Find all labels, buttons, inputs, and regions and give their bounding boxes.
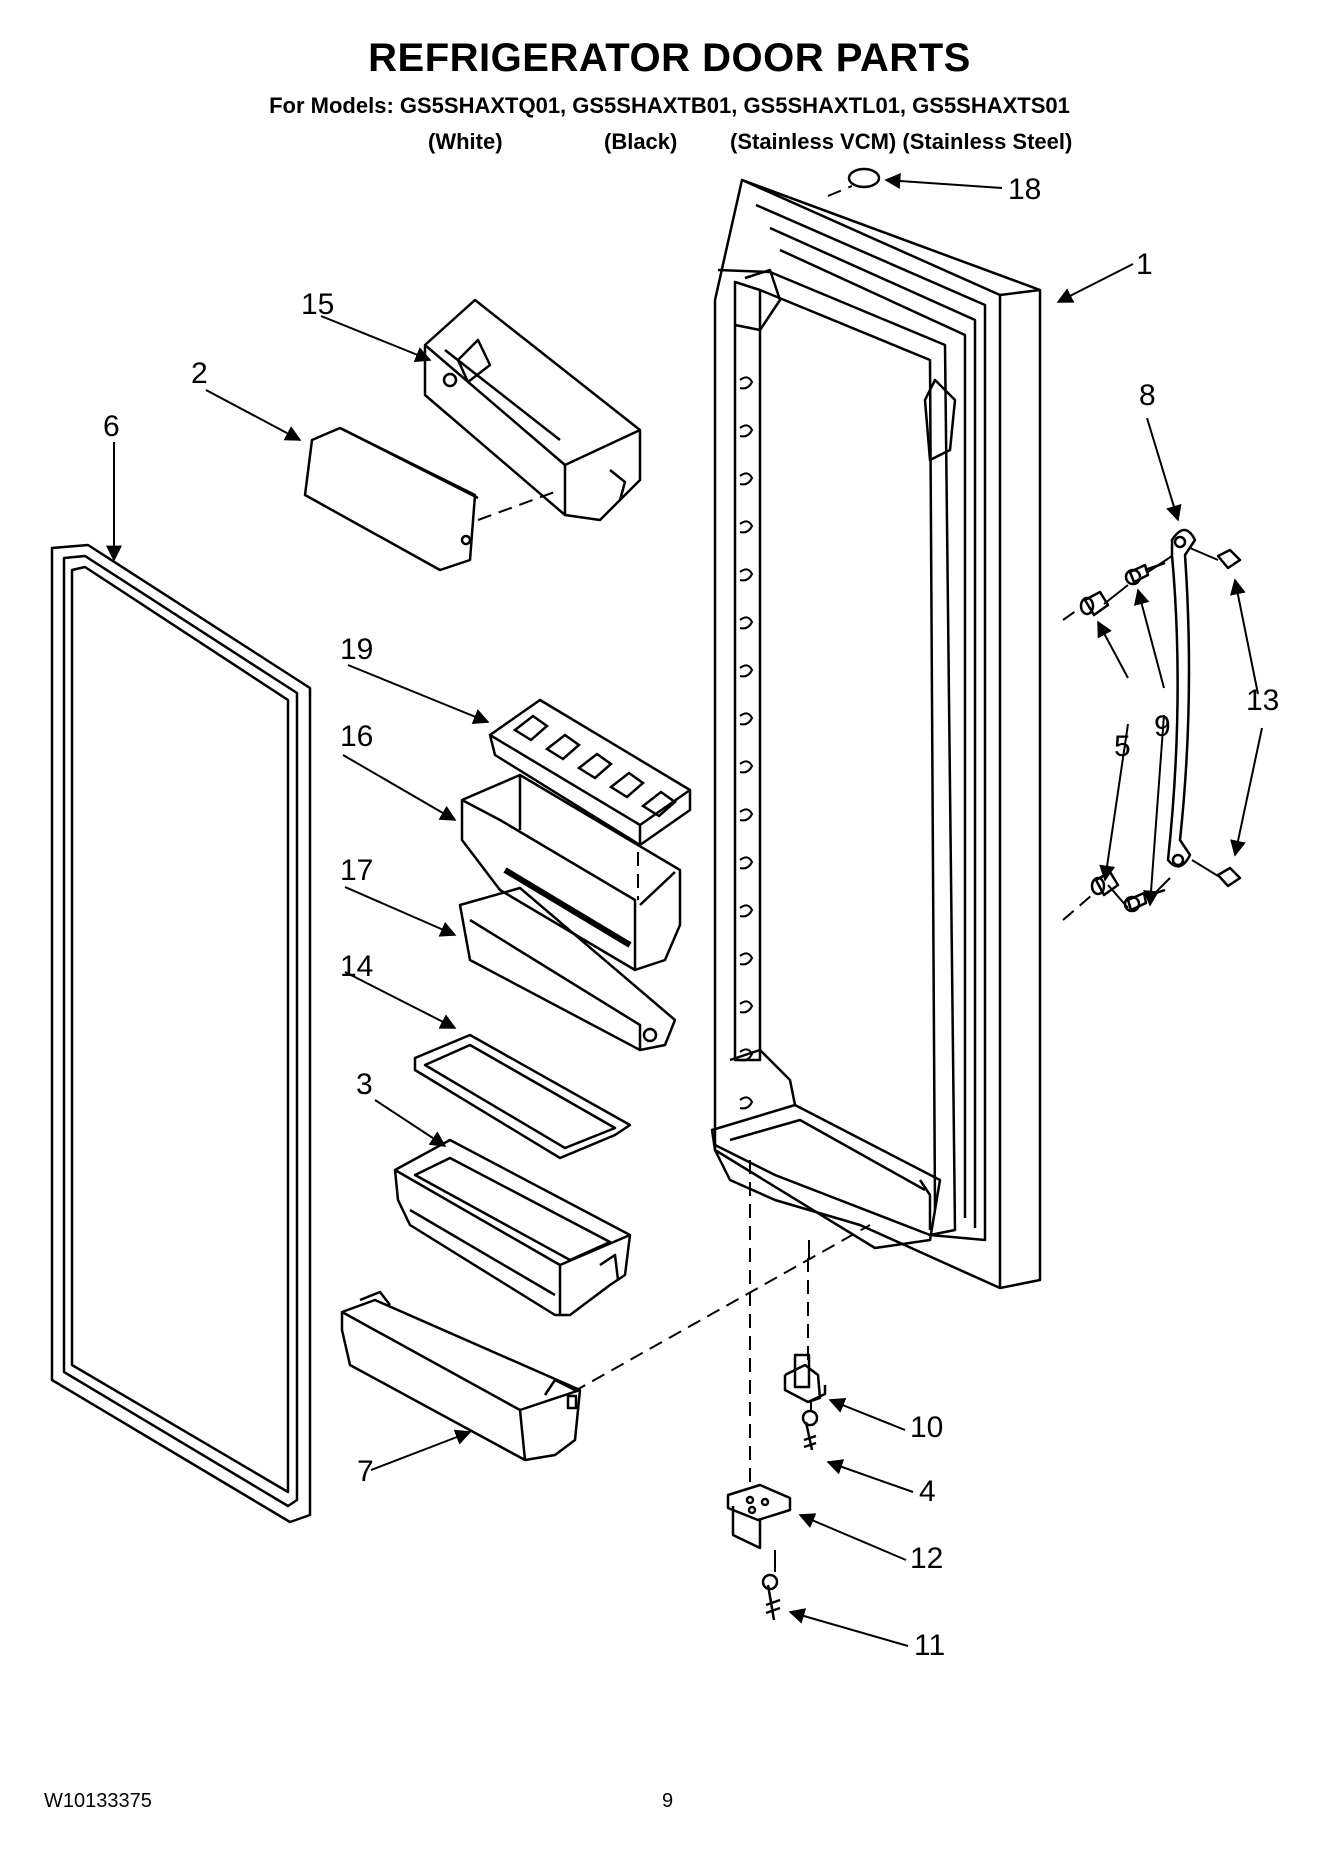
door-shelf-part xyxy=(413,1033,632,1160)
callout-leader-arrow xyxy=(884,173,1003,189)
variant-black: (Black) xyxy=(604,129,678,154)
liner-slot xyxy=(739,424,754,438)
callout-leader-arrow xyxy=(1230,727,1263,857)
dairy-bin-housing-part xyxy=(423,298,642,522)
callout-13: 13 xyxy=(1246,684,1279,717)
callout-8: 8 xyxy=(1139,379,1156,412)
callout-leaders xyxy=(106,173,1263,1647)
callout-leader-arrow xyxy=(205,389,302,441)
callout-leader-arrow xyxy=(1099,723,1129,882)
callout-leader-arrow xyxy=(1146,417,1182,522)
liner-slot xyxy=(739,1048,754,1062)
shelf-cover-part xyxy=(458,886,677,1052)
liner-slot xyxy=(739,616,754,630)
door-liner-part xyxy=(710,178,1042,1290)
door-bucket-part xyxy=(393,1138,632,1317)
callout-leader-arrow xyxy=(826,1459,914,1493)
callout-leader-arrow xyxy=(1056,263,1134,303)
callout-leader-arrow xyxy=(374,1099,447,1147)
liner-slot xyxy=(739,856,754,870)
callout-7: 7 xyxy=(357,1455,374,1488)
can-rack-divider xyxy=(576,752,614,780)
can-rack-divider xyxy=(608,771,646,799)
liner-slot xyxy=(739,1000,754,1014)
page-title: REFRIGERATOR DOOR PARTS xyxy=(368,36,971,80)
callout-5: 5 xyxy=(1114,730,1131,763)
callout-18: 18 xyxy=(1008,173,1041,206)
callout-1: 1 xyxy=(1136,248,1153,281)
callout-12: 12 xyxy=(910,1542,943,1575)
liner-slot xyxy=(739,664,754,678)
callout-9: 9 xyxy=(1154,710,1171,743)
liner-slot xyxy=(739,376,754,390)
assembly-solid-lines xyxy=(774,547,1219,1572)
callout-19: 19 xyxy=(340,633,373,666)
callout-leader-arrow xyxy=(370,1429,472,1471)
page-number: 9 xyxy=(662,1790,674,1812)
callout-leader-arrow xyxy=(344,886,457,937)
callout-2: 2 xyxy=(191,357,208,390)
can-rack-part xyxy=(488,698,692,847)
callout-4: 4 xyxy=(919,1475,936,1508)
callout-leader-arrow xyxy=(1097,620,1129,679)
liner-slot xyxy=(739,520,754,534)
callout-leader-arrow xyxy=(1230,578,1259,695)
callout-6: 6 xyxy=(103,410,120,443)
callout-leader-arrow xyxy=(828,1397,906,1431)
variant-stainless: (Stainless VCM) (Stainless Steel) xyxy=(730,129,1073,154)
callout-11: 11 xyxy=(914,1629,945,1662)
can-rack-divider xyxy=(640,790,678,818)
liner-slot xyxy=(739,472,754,486)
can-rack-divider xyxy=(512,714,550,742)
callout-15: 15 xyxy=(301,288,334,321)
door-gasket-part xyxy=(50,543,312,1524)
callout-leader-arrow xyxy=(320,315,432,363)
callout-leader-arrow xyxy=(1133,588,1165,689)
callout-10: 10 xyxy=(910,1411,943,1444)
callout-leader-arrow xyxy=(347,664,490,724)
callout-leader-arrow xyxy=(1143,714,1165,907)
door-bin-part xyxy=(460,773,682,972)
callout-3: 3 xyxy=(356,1068,373,1101)
lower-bin-part xyxy=(340,1290,582,1462)
callout-leader-arrow xyxy=(788,1608,909,1647)
liner-slot xyxy=(739,712,754,726)
callout-17: 17 xyxy=(340,854,373,887)
liner-slot xyxy=(739,904,754,918)
hinge-hardware xyxy=(726,1353,827,1621)
plug-part xyxy=(847,167,881,189)
can-rack-divider xyxy=(544,733,582,761)
dairy-door-part xyxy=(303,426,479,572)
assembly-guide-lines xyxy=(477,185,1093,1490)
liner-shelf-slots xyxy=(739,376,754,1110)
callout-leader-arrow xyxy=(798,1513,907,1561)
liner-slot xyxy=(739,808,754,822)
liner-slot xyxy=(739,952,754,966)
callout-leader-arrow xyxy=(342,754,457,821)
models-line: For Models: GS5SHAXTQ01, GS5SHAXTB01, GS… xyxy=(269,93,1070,118)
callout-16: 16 xyxy=(340,720,373,753)
liner-slot xyxy=(739,1096,754,1110)
variant-white: (White) xyxy=(428,129,503,154)
callout-14: 14 xyxy=(340,950,373,983)
liner-slot xyxy=(739,568,754,582)
can-rack-dividers xyxy=(512,714,678,818)
liner-slot xyxy=(739,760,754,774)
document-number: W10133375 xyxy=(44,1790,152,1812)
callout-leader-arrow xyxy=(344,971,457,1029)
